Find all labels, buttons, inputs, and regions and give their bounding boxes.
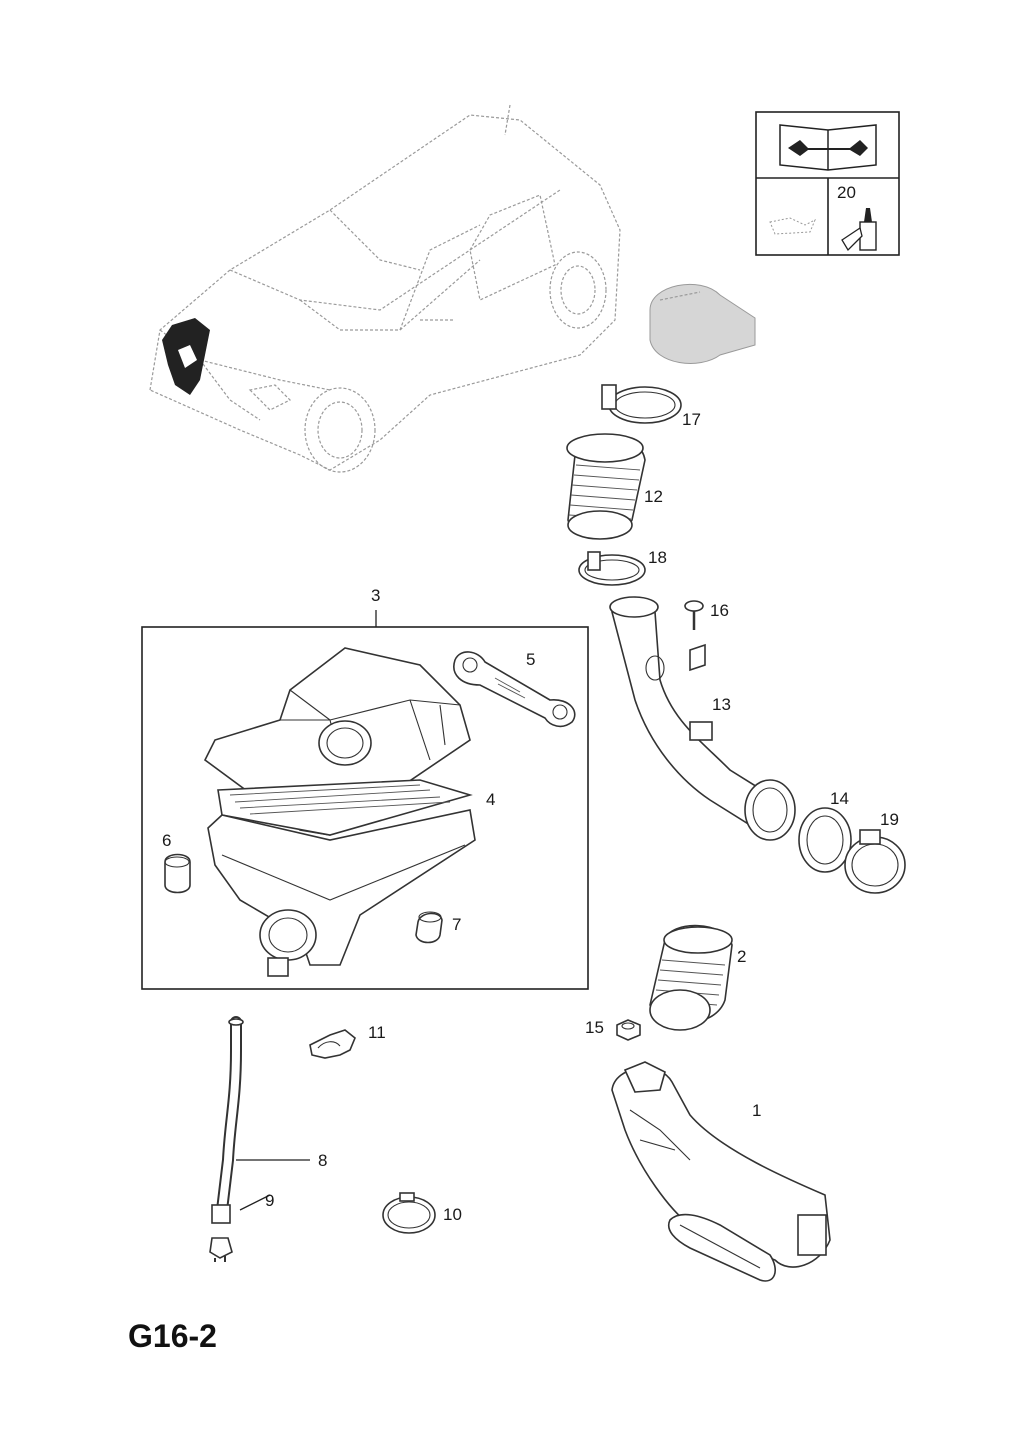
part-1-intake-duct [611,1061,831,1282]
leader-lines [236,1159,310,1211]
callout-4: 4 [486,790,495,809]
page-code: G16-2 [128,1318,217,1354]
vehicle-outline [149,104,621,473]
callout-9: 9 [265,1191,274,1210]
part-14-sleeve [798,807,852,873]
callout-2: 2 [737,947,746,966]
part-2-bellows-hose [649,924,733,1031]
part-8-hose [211,1016,244,1224]
part-15-nut [616,1019,641,1041]
callout-14: 14 [830,789,849,808]
callout-16: 16 [710,601,729,620]
callout-8: 8 [318,1151,327,1170]
callout-15: 15 [585,1018,604,1037]
callout-6: 6 [162,831,171,850]
part-12-bellows-hose [566,433,646,540]
callout-7: 7 [452,915,461,934]
info-box: 20 [755,111,900,256]
part-10-hose-clamp [382,1192,436,1234]
workshop-manual-wrench-icon [779,124,877,171]
callout-12: 12 [644,487,663,506]
part-4-filter-element [217,779,473,836]
adhesive-tube-icon [841,208,877,252]
info-item-number: 20 [837,183,856,202]
callout-1: 1 [752,1101,761,1120]
mass-air-flow-sensor [649,283,756,364]
part-11-clip [309,1029,356,1059]
callout-18: 18 [648,548,667,567]
part-3-air-cleaner-assembly-frame [141,610,589,990]
part-6-grommet [164,853,191,894]
part-17-hose-clamp [601,384,682,424]
callout-5: 5 [526,650,535,669]
callout-10: 10 [443,1205,462,1224]
callout-labels: 1 2 3 4 5 6 7 8 9 10 11 12 13 14 15 16 1… [162,410,899,1224]
part-19-hose-clamp [844,829,906,894]
callout-19: 19 [880,810,899,829]
callout-17: 17 [682,410,701,429]
oil-can-icon [769,217,816,235]
callout-11: 11 [368,1023,386,1042]
air-cleaner-housing-lower [207,809,476,977]
engine-bay-location-highlight [162,318,210,395]
callout-3: 3 [371,586,380,605]
part-9-connector [209,1237,233,1262]
part-7-grommet [415,911,443,944]
part-13-intake-pipe [609,596,796,841]
callout-13: 13 [712,695,731,714]
part-18-hose-clamp [578,551,646,586]
part-16-screw [684,600,704,630]
part-5-bracket [453,651,576,728]
